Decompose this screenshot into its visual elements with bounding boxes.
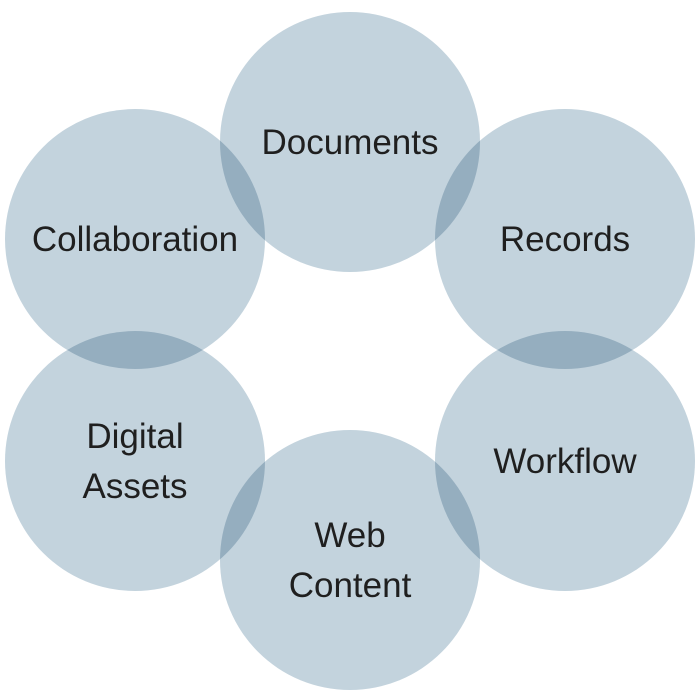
circles-layer <box>5 12 695 690</box>
circle-workflow <box>435 331 695 591</box>
label-records: Records <box>500 220 630 259</box>
label-line: Workflow <box>493 442 637 481</box>
label-line: Content <box>289 566 412 605</box>
circle-web-content <box>220 430 480 690</box>
circle-digital-assets <box>5 331 265 591</box>
label-line: Documents <box>261 123 438 162</box>
circle-records <box>435 109 695 369</box>
label-line: Digital <box>86 417 183 456</box>
label-line: Records <box>500 220 630 259</box>
label-workflow: Workflow <box>493 442 637 481</box>
label-documents: Documents <box>261 123 438 162</box>
label-collaboration: Collaboration <box>32 220 238 259</box>
circle-documents <box>220 12 480 272</box>
label-line: Assets <box>82 467 187 506</box>
label-line: Web <box>314 516 385 555</box>
circle-collaboration <box>5 109 265 369</box>
label-line: Collaboration <box>32 220 238 259</box>
